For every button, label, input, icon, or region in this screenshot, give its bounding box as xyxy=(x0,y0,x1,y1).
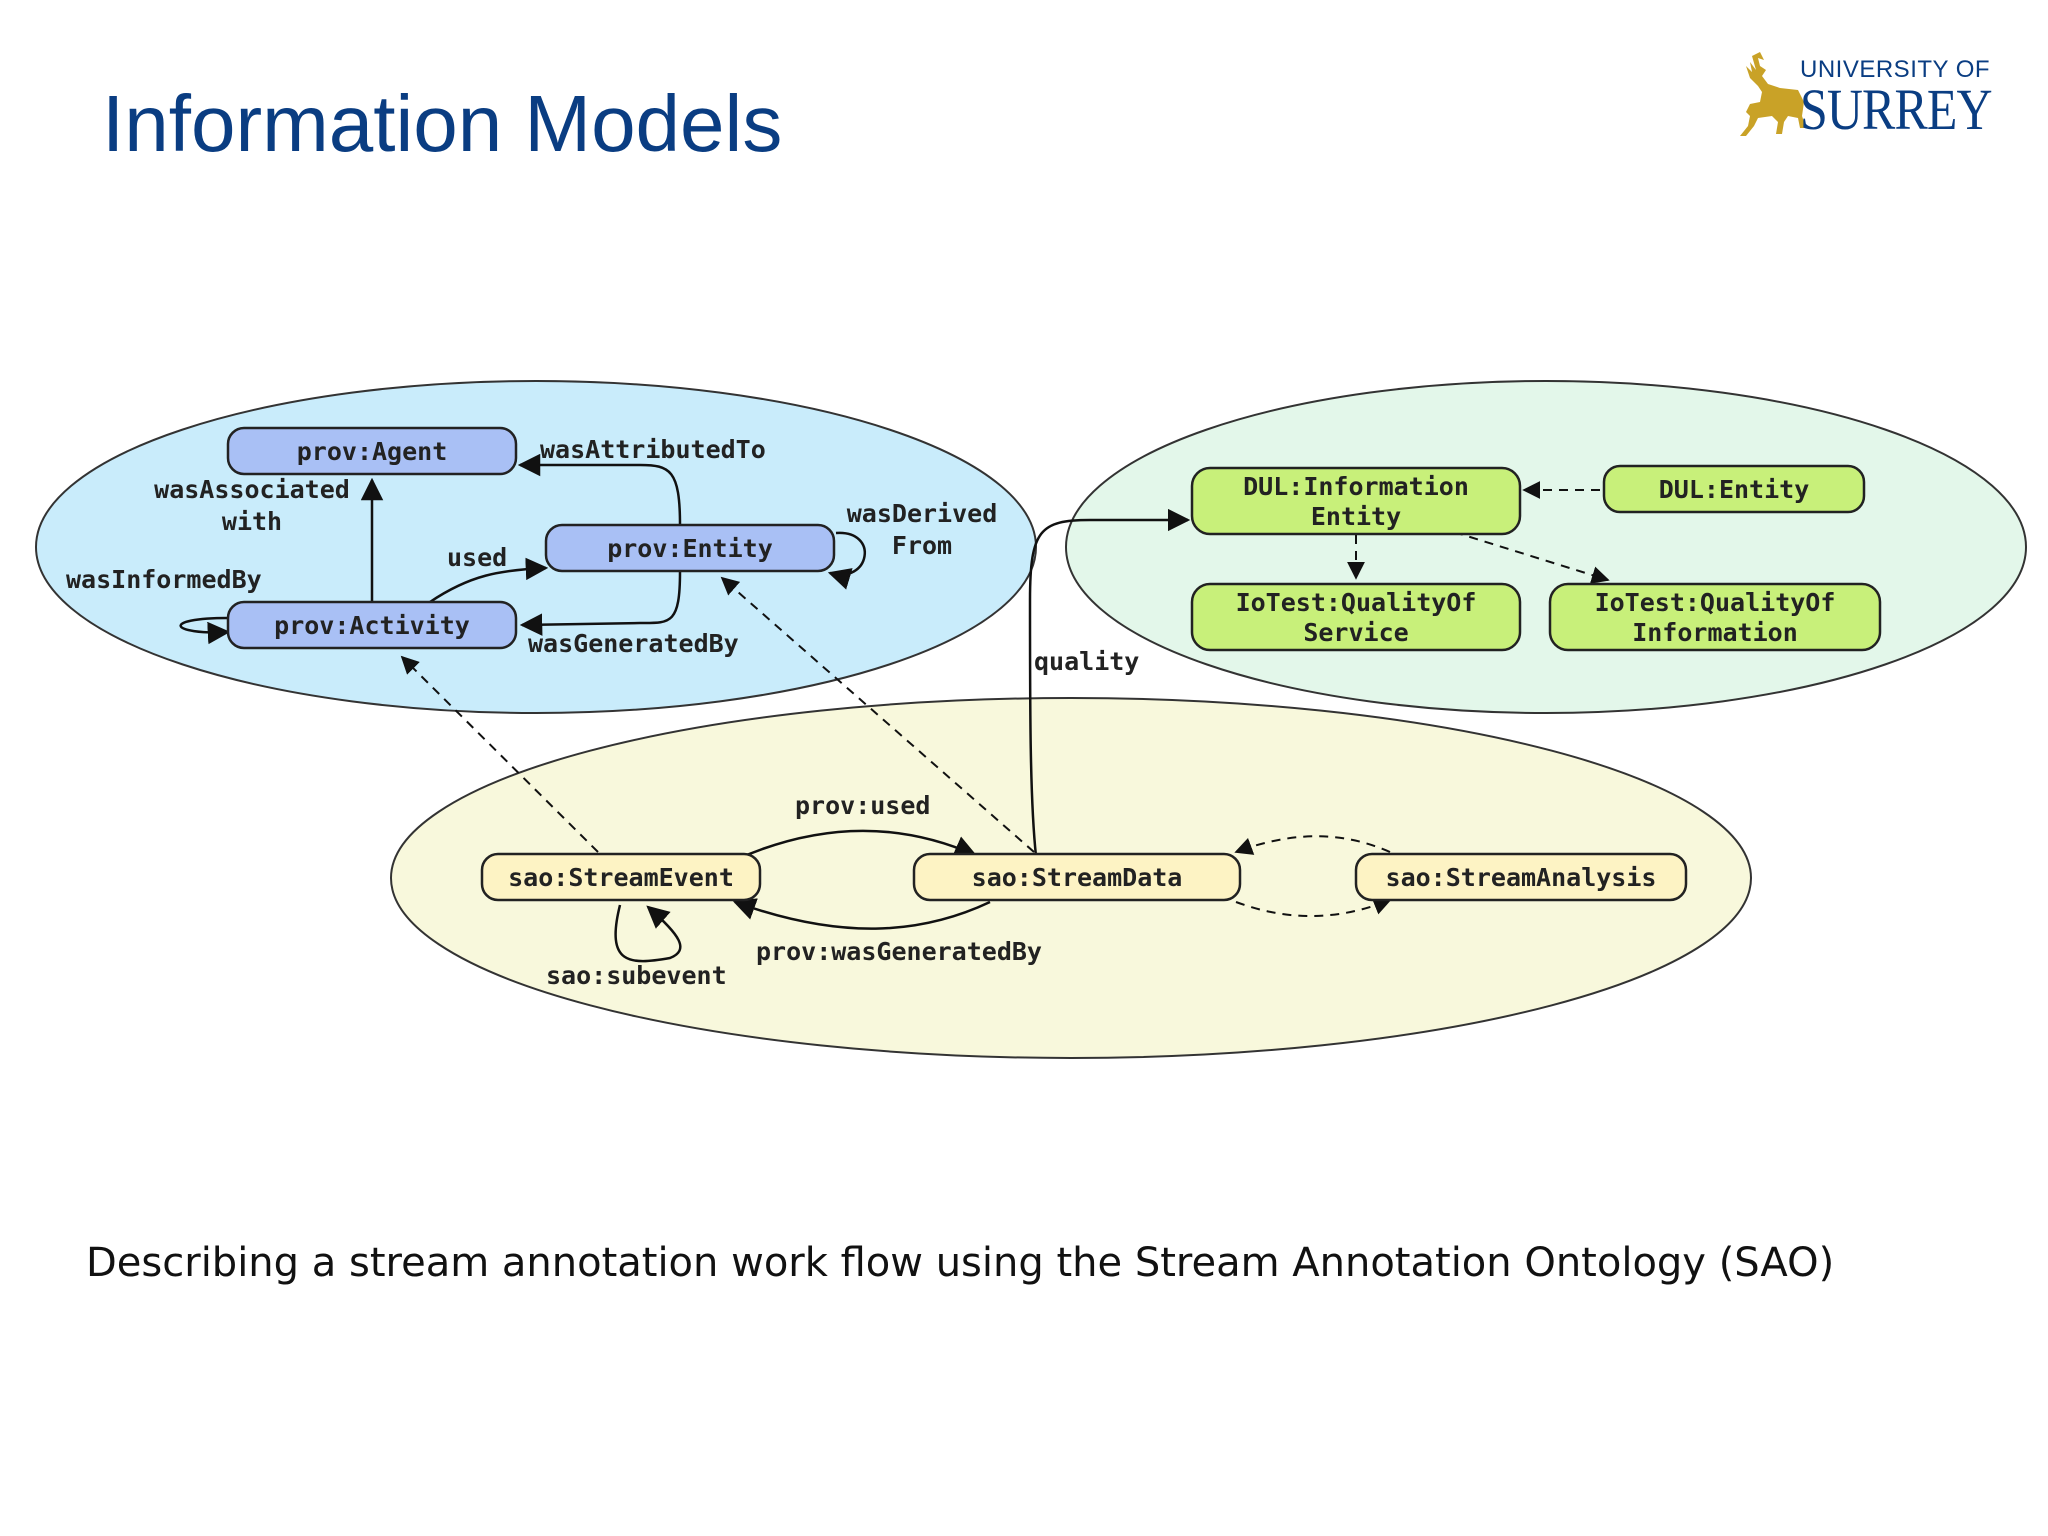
label-was-derived-from-line1: wasDerived xyxy=(847,499,998,528)
edge-data-to-analysis xyxy=(1235,897,1392,918)
node-stream-analysis: sao:StreamAnalysis xyxy=(1354,852,1688,902)
node-prov-activity: prov:Activity xyxy=(226,600,518,650)
node-label: prov:Entity xyxy=(607,534,773,563)
edge-prov-used xyxy=(734,829,978,862)
node-label: DUL:Entity xyxy=(1659,475,1810,504)
edge-info-to-quality-information xyxy=(1453,531,1610,584)
label-used: used xyxy=(447,543,507,572)
label-prov-used: prov:used xyxy=(795,791,930,820)
node-label-line2: Information xyxy=(1632,618,1798,647)
edge-event-to-activity xyxy=(400,655,599,853)
edge-was-informed-by xyxy=(179,616,231,645)
node-label: prov:Agent xyxy=(297,437,448,466)
node-dul-entity: DUL:Entity xyxy=(1602,464,1866,514)
label-prov-was-generated-by: prov:wasGeneratedBy xyxy=(756,937,1042,966)
edge-analysis-to-data xyxy=(1234,835,1391,855)
node-label-line2: Service xyxy=(1303,618,1408,647)
edge-was-attributed-to xyxy=(517,453,682,526)
node-dul-information-entity: DUL:Information Entity xyxy=(1190,466,1522,536)
edge-was-derived-from xyxy=(827,531,866,590)
edge-used xyxy=(429,557,549,604)
node-stream-data: sao:StreamData xyxy=(912,852,1242,902)
label-was-derived-from-line2: From xyxy=(892,531,952,560)
node-prov-agent: prov:Agent xyxy=(226,426,518,476)
node-label-line1: IoTest:QualityOf xyxy=(1236,588,1477,617)
label-was-informed-by: wasInformedBy xyxy=(66,565,262,594)
edge-prov-was-generated-by xyxy=(732,898,991,930)
logo-text-university-of: UNIVERSITY OF xyxy=(1800,56,1991,83)
node-label-line1: DUL:Information xyxy=(1243,472,1469,501)
node-label: sao:StreamAnalysis xyxy=(1386,863,1657,892)
node-quality-of-service: IoTest:QualityOf Service xyxy=(1190,582,1522,652)
label-was-associated-with-line1: wasAssociated xyxy=(154,475,350,504)
node-label-line2: Entity xyxy=(1311,502,1401,531)
label-was-generated-by: wasGeneratedBy xyxy=(528,629,739,658)
label-was-attributed-to: wasAttributedTo xyxy=(540,435,766,464)
node-label-line1: IoTest:QualityOf xyxy=(1595,588,1836,617)
node-stream-event: sao:StreamEvent xyxy=(480,852,762,902)
edge-quality xyxy=(1028,508,1191,857)
prov-group-ellipse xyxy=(35,380,1037,714)
edge-sao-subevent xyxy=(614,904,682,963)
dul-group-ellipse xyxy=(1065,380,2027,714)
label-sao-subevent: sao:subevent xyxy=(546,961,727,990)
stag-icon xyxy=(1740,52,1806,136)
label-quality: quality xyxy=(1034,647,1139,676)
node-quality-of-information: IoTest:QualityOf Information xyxy=(1548,582,1882,652)
edge-data-to-entity xyxy=(720,576,1035,853)
node-label: sao:StreamEvent xyxy=(508,863,734,892)
node-label: prov:Activity xyxy=(274,611,470,640)
node-label: sao:StreamData xyxy=(972,863,1183,892)
node-prov-entity: prov:Entity xyxy=(544,523,836,573)
logo-text-surrey: SURREY xyxy=(1800,77,1992,142)
edge-was-generated-by xyxy=(519,571,682,636)
slide-title: Information Models xyxy=(102,79,783,168)
slide-caption: Describing a stream annotation work flow… xyxy=(86,1240,1835,1286)
label-was-associated-with-line2: with xyxy=(222,507,282,536)
